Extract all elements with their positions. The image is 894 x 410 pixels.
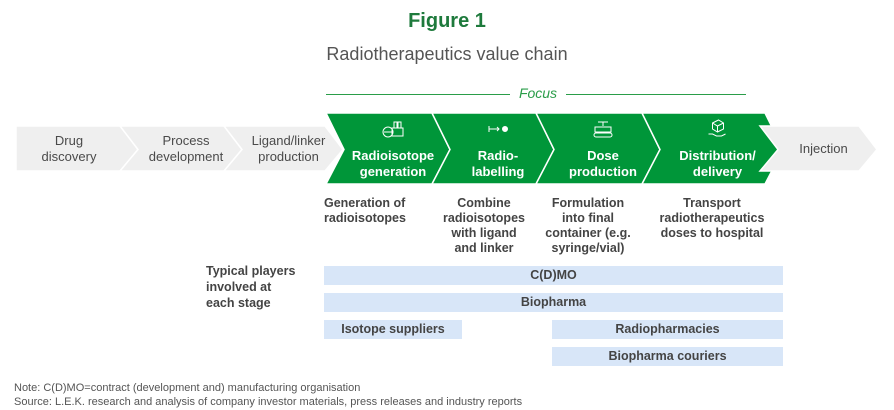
stage-label-line: Radioisotope — [351, 148, 435, 163]
stage-label-line: generation — [359, 164, 427, 179]
players-label-line: involved at — [206, 280, 272, 294]
stage-label-injection: Injection — [759, 141, 889, 157]
stage-label-line: labelling — [471, 164, 525, 179]
stage-label-line: Radio- — [477, 148, 519, 163]
player-bar-biopharma: Biopharma — [324, 293, 783, 312]
description-line: with ligand — [451, 226, 517, 240]
focus-label: Focus — [518, 85, 558, 101]
description-line: syringe/vial) — [551, 241, 625, 255]
description-line: Combine — [457, 196, 511, 210]
description-line: Transport — [683, 196, 741, 210]
stage-label-line: Dose — [587, 148, 619, 163]
stage-label-line: production — [258, 149, 319, 164]
stage-label-line: discovery — [41, 149, 97, 164]
stage-label-line: production — [569, 164, 637, 179]
arrow-dot-icon — [488, 126, 508, 132]
description-line: Formulation — [551, 196, 625, 210]
player-bar-biopharma-couriers: Biopharma couriers — [552, 347, 783, 366]
players-label-line: each stage — [206, 296, 271, 310]
stage-label-line: Injection — [799, 141, 848, 156]
description-line: and linker — [454, 241, 514, 255]
description-line: radioisotopes — [324, 211, 406, 225]
focus-bracket-line-left — [326, 94, 510, 95]
description-line: container (e.g. — [545, 226, 631, 240]
factory-icon — [382, 121, 404, 138]
stage-label-line: Distribution/ — [679, 148, 756, 163]
footnote-source: Source: L.E.K. research and analysis of … — [14, 396, 523, 408]
stage-chevron-injection — [758, 125, 878, 172]
stage-label-line: development — [148, 149, 224, 164]
stage-label-distribution-delivery: Distribution/delivery — [653, 148, 783, 180]
description-line: Generation of — [324, 196, 406, 210]
description-line: into final — [561, 211, 615, 225]
value-chain-chevrons — [15, 112, 878, 185]
description-line: radiotherapeutics — [659, 211, 765, 225]
footnote-note: Note: C(D)MO=contract (development and) … — [14, 382, 361, 394]
players-label: Typical players involved at each stage — [206, 263, 295, 311]
focus-bracket-line-right — [566, 94, 746, 95]
stage-chevron-distribution-delivery — [640, 112, 784, 185]
stage-label-line: Drug — [54, 133, 84, 148]
stage-label-radio-labelling: Radio-labelling — [433, 148, 563, 180]
player-bar-radiopharmacies: Radiopharmacies — [552, 320, 783, 339]
description-line: radioisotopes — [443, 211, 525, 225]
production-line-icon — [593, 121, 613, 138]
stage-label-line: delivery — [692, 164, 743, 179]
description-line: doses to hospital — [660, 226, 764, 240]
stage-chevron-ligand-linker-production — [222, 125, 344, 172]
figure-label: Figure 1 — [408, 10, 486, 32]
player-bar-c-d-mo: C(D)MO — [324, 266, 783, 285]
figure-title: Radiotherapeutics value chain — [326, 44, 568, 64]
stage-label-line: Ligand/linker — [251, 133, 326, 148]
players-label-line: Typical players — [206, 264, 296, 278]
player-bar-isotope-suppliers: Isotope suppliers — [324, 320, 462, 339]
package-hand-icon — [708, 119, 726, 137]
stage-label-line: Process — [162, 133, 210, 148]
